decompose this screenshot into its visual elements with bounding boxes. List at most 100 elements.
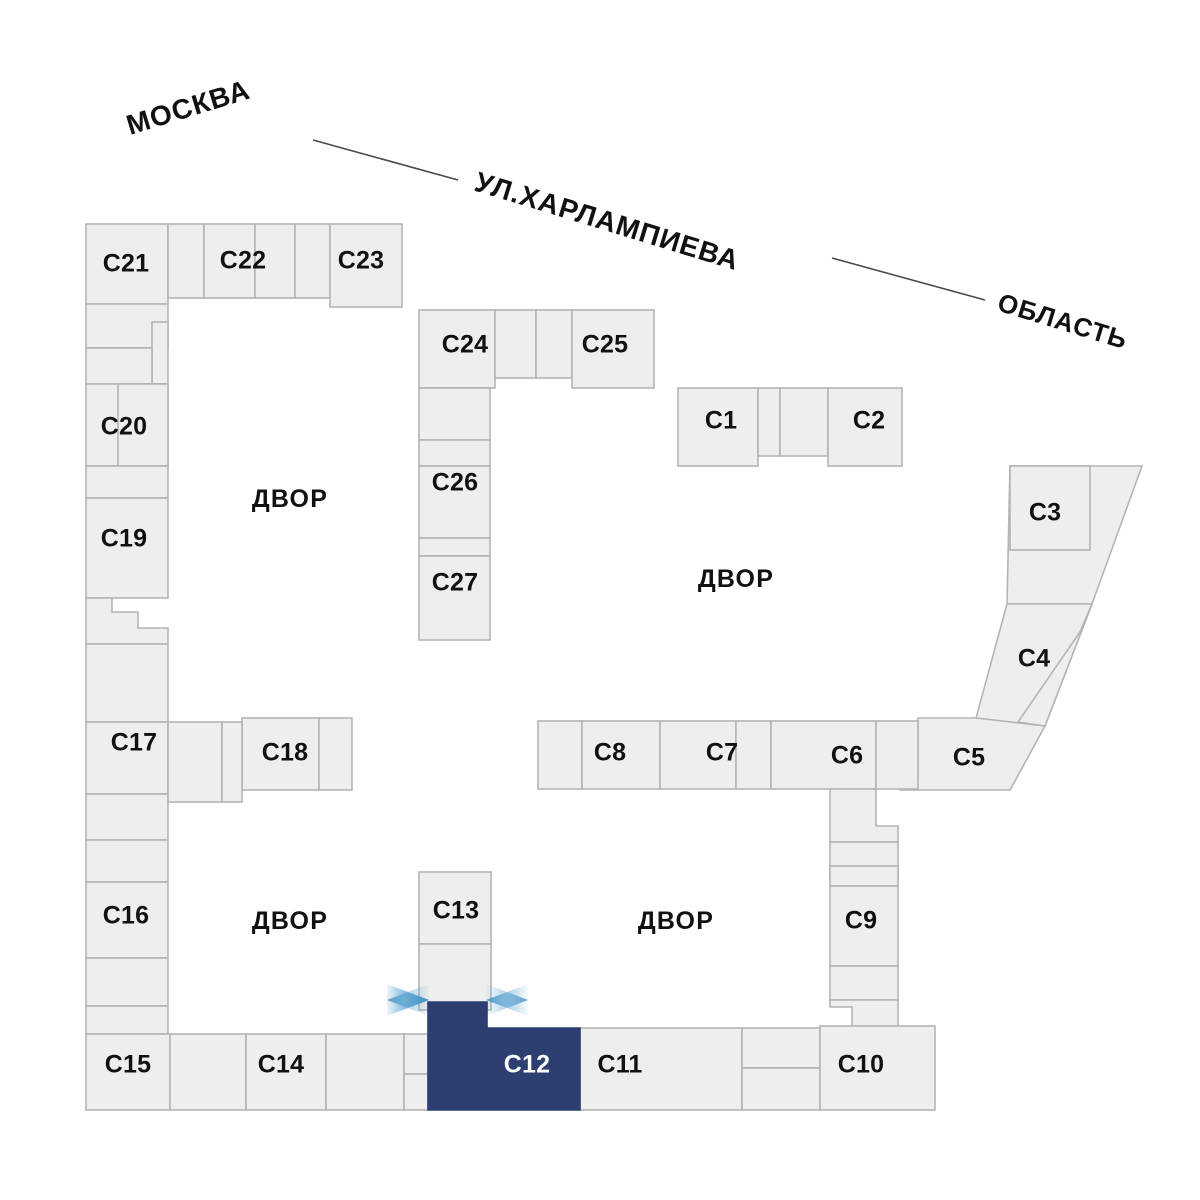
building-label-C3[interactable]: C3 [1029, 499, 1061, 527]
building-C17-top[interactable] [85, 643, 169, 723]
building-center-seg1[interactable] [418, 387, 491, 441]
building-C21-b[interactable] [167, 223, 205, 299]
building-label-C11[interactable]: C11 [597, 1051, 642, 1079]
building-C25[interactable] [571, 309, 655, 389]
building-C15-b[interactable] [169, 1033, 247, 1111]
building-C18[interactable] [241, 717, 320, 791]
building-west-seg2[interactable] [85, 347, 153, 385]
building-C22-c[interactable] [294, 223, 331, 299]
building-label-C20[interactable]: C20 [101, 413, 147, 441]
building-C2-a[interactable] [779, 387, 829, 457]
building-C11[interactable] [579, 1027, 743, 1111]
selection-arrow-markers [387, 984, 528, 1016]
building-C17-link[interactable] [167, 721, 223, 803]
building-C7-b[interactable] [735, 720, 772, 790]
building-label-C2[interactable]: C2 [853, 407, 885, 435]
building-C6-b[interactable] [875, 720, 919, 790]
arrow-marker-left-wing [387, 984, 429, 1016]
building-C16[interactable] [85, 881, 169, 959]
selected-building-group[interactable] [427, 1001, 581, 1111]
building-bottom-seg[interactable] [403, 1033, 429, 1075]
building-C12[interactable] [427, 1001, 581, 1111]
building-C1-b[interactable] [757, 387, 781, 457]
building-C22-b[interactable] [254, 223, 296, 299]
building-label-C17[interactable]: C17 [111, 729, 157, 757]
building-C9-seg[interactable] [829, 865, 899, 887]
building-label-C5[interactable]: C5 [953, 744, 985, 772]
building-label-C19[interactable]: C19 [101, 525, 147, 553]
building-label-C21[interactable]: C21 [103, 250, 149, 278]
building-label-C12[interactable]: C12 [504, 1051, 550, 1079]
building-C23[interactable] [329, 223, 403, 308]
building-label-C26[interactable]: C26 [432, 469, 478, 497]
building-west-step[interactable] [85, 597, 169, 645]
block-west-wing [85, 303, 169, 1035]
label-moskva: МОСКВА [123, 74, 254, 141]
building-label-C13[interactable]: C13 [433, 897, 479, 925]
building-C18-link[interactable] [221, 721, 243, 803]
building-C7[interactable] [659, 720, 737, 790]
building-C15[interactable] [85, 1033, 171, 1111]
building-C20-notch[interactable] [117, 383, 169, 467]
building-west-seg3[interactable] [85, 465, 169, 499]
building-C24-b[interactable] [494, 309, 537, 379]
building-C13-b[interactable] [418, 943, 492, 1011]
building-C9-seg2[interactable] [829, 965, 899, 1001]
building-center-seg3[interactable] [418, 537, 491, 557]
building-C8-a[interactable] [537, 720, 583, 790]
yard-label-sw: ДВОР [252, 907, 328, 935]
building-bottom-seg2[interactable] [403, 1073, 429, 1111]
building-C9[interactable] [829, 885, 899, 967]
block-center-spine [418, 309, 655, 641]
building-label-C16[interactable]: C16 [103, 902, 149, 930]
building-label-C25[interactable]: C25 [582, 331, 628, 359]
building-west-seg1b[interactable] [151, 321, 169, 385]
building-label-C4[interactable]: C4 [1018, 645, 1050, 673]
building-C11-b[interactable] [741, 1027, 821, 1069]
yard-label-ne: ДВОР [698, 565, 774, 593]
building-C25-a[interactable] [535, 309, 573, 379]
block-east-wing [899, 465, 1144, 791]
building-C6[interactable] [770, 720, 877, 790]
building-C18-b[interactable] [318, 717, 353, 791]
yard-labels: ДВОР ДВОР ДВОР ДВОР [252, 485, 774, 935]
building-label-C24[interactable]: C24 [442, 331, 488, 359]
block-south-row [85, 1025, 936, 1111]
block-c18 [167, 717, 353, 803]
building-label-C6[interactable]: C6 [831, 742, 863, 770]
building-center-seg2[interactable] [418, 439, 491, 467]
building-C1[interactable] [677, 387, 759, 467]
building-west-seg4[interactable] [85, 793, 169, 841]
building-C6-leg[interactable] [829, 788, 899, 843]
building-C27[interactable] [418, 555, 491, 641]
building-C11-c[interactable] [741, 1067, 821, 1111]
building-C14[interactable] [245, 1033, 327, 1111]
building-label-C23[interactable]: C23 [338, 247, 384, 275]
building-west-seg7[interactable] [85, 1005, 169, 1035]
building-label-C8[interactable]: C8 [594, 739, 626, 767]
building-label-C15[interactable]: C15 [105, 1051, 151, 1079]
label-oblast: ОБЛАСТЬ [994, 287, 1131, 355]
building-C14-b[interactable] [325, 1033, 405, 1111]
building-west-seg5[interactable] [85, 839, 169, 883]
building-west-seg6[interactable] [85, 957, 169, 1007]
building-C21[interactable] [85, 223, 169, 305]
building-label-C10[interactable]: C10 [838, 1051, 884, 1079]
building-C2[interactable] [827, 387, 903, 467]
building-label-C14[interactable]: C14 [258, 1051, 304, 1079]
building-C19[interactable] [85, 497, 169, 599]
building-label-C1[interactable]: C1 [705, 407, 737, 435]
building-C26[interactable] [418, 465, 491, 539]
building-label-C9[interactable]: C9 [845, 907, 877, 935]
building-label-C27[interactable]: C27 [432, 569, 478, 597]
building-C24[interactable] [418, 309, 496, 389]
building-C10[interactable] [819, 1025, 936, 1111]
building-label-C18[interactable]: C18 [262, 739, 308, 767]
building-label-C22[interactable]: C22 [220, 247, 266, 275]
street-callout-lines [312, 139, 986, 301]
building-label-C7[interactable]: C7 [706, 739, 738, 767]
building-C3[interactable] [1009, 465, 1091, 551]
